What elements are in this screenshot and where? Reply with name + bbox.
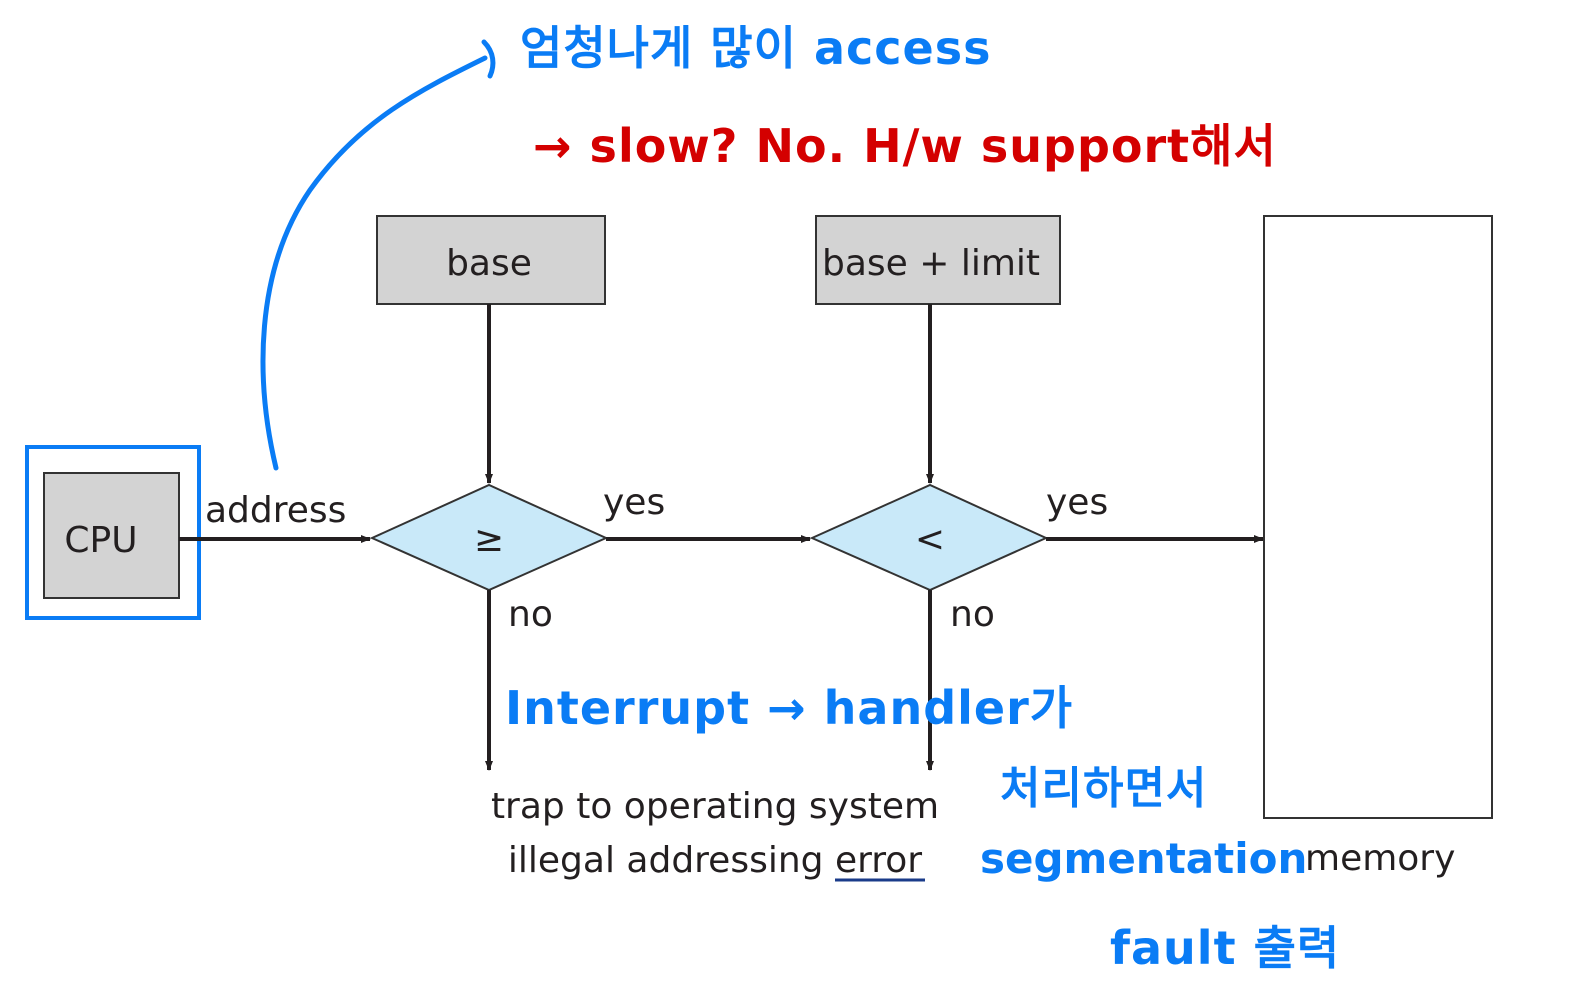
trap-line-2: illegal addressing error bbox=[508, 840, 922, 881]
base-limit-label: base + limit bbox=[822, 243, 1040, 284]
cpu-highlight bbox=[25, 445, 201, 620]
annotation-note-3: Interrupt → handler가 bbox=[505, 681, 1074, 735]
annotation-note-5: segmentation bbox=[980, 834, 1308, 883]
annotation-note-1: 엄청나게 많이 access bbox=[520, 21, 992, 75]
cpu-box bbox=[43, 472, 180, 599]
base-limit-box bbox=[815, 215, 1061, 305]
trap-line-1: trap to operating system bbox=[491, 786, 939, 827]
annotation-note-2: → slow? No. H/w support해서 bbox=[533, 119, 1277, 173]
cpu-label: CPU bbox=[64, 520, 137, 561]
compare-ge-symbol: ≥ bbox=[474, 519, 504, 560]
base-label: base bbox=[446, 243, 532, 284]
annotation-note-6: fault 출력 bbox=[1110, 921, 1341, 975]
yes-label-2: yes bbox=[1046, 482, 1108, 523]
memory-box bbox=[1263, 215, 1493, 819]
address-label: address bbox=[205, 490, 346, 531]
base-box bbox=[376, 215, 606, 305]
no-label-1: no bbox=[508, 594, 553, 635]
yes-label-1: yes bbox=[603, 482, 665, 523]
compare-lt-symbol: < bbox=[915, 519, 945, 560]
annotation-note-4: 처리하면서 bbox=[1000, 763, 1208, 814]
memory-label: memory bbox=[1305, 838, 1455, 879]
error-word: error bbox=[835, 840, 922, 881]
annotation-curve-tip bbox=[481, 39, 496, 79]
no-label-2: no bbox=[950, 594, 995, 635]
annotation-curve bbox=[260, 55, 488, 471]
